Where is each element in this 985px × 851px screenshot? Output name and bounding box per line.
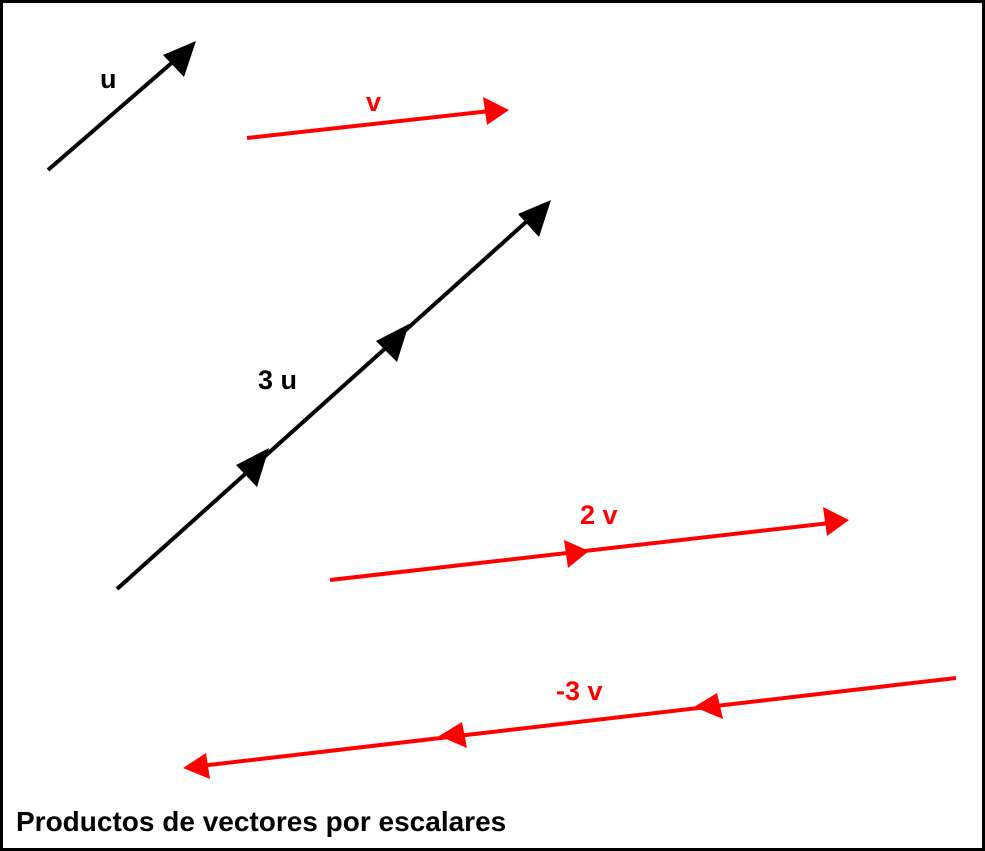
vector-u: u xyxy=(46,41,196,172)
vector-three-u-mid-arrowhead-2 xyxy=(376,324,409,362)
vector-minus-three-v-mid-arrowhead-2 xyxy=(439,722,467,748)
vector-two-v-arrowhead xyxy=(823,507,849,536)
vector-two-v-mid-arrowhead xyxy=(564,540,589,568)
vector-minus-three-v-arrowhead xyxy=(183,753,210,779)
vector-two-v-label: 2 v xyxy=(580,500,618,530)
vector-three-u: 3 u xyxy=(115,200,551,591)
vector-minus-three-v-mid-arrowhead-1 xyxy=(694,693,723,719)
vector-u-arrowhead xyxy=(163,41,196,77)
vector-three-u-shaft xyxy=(115,212,537,591)
vector-minus-three-v: -3 v xyxy=(183,676,957,779)
vector-v-arrowhead xyxy=(483,97,509,125)
vector-v-shaft xyxy=(246,109,491,140)
diagram-caption: Productos de vectores por escalares xyxy=(16,806,506,837)
vector-minus-three-v-shaft xyxy=(199,676,957,768)
vector-three-u-mid-arrowhead-1 xyxy=(236,448,269,487)
vector-three-u-arrowhead xyxy=(518,200,551,237)
vector-v-label: v xyxy=(366,87,381,117)
vector-v: v xyxy=(246,87,509,140)
vector-three-u-label: 3 u xyxy=(258,365,297,395)
vector-u-shaft xyxy=(46,52,184,172)
vector-two-v: 2 v xyxy=(329,500,849,582)
vector-u-label: u xyxy=(100,64,117,94)
vector-minus-three-v-label: -3 v xyxy=(556,676,603,706)
